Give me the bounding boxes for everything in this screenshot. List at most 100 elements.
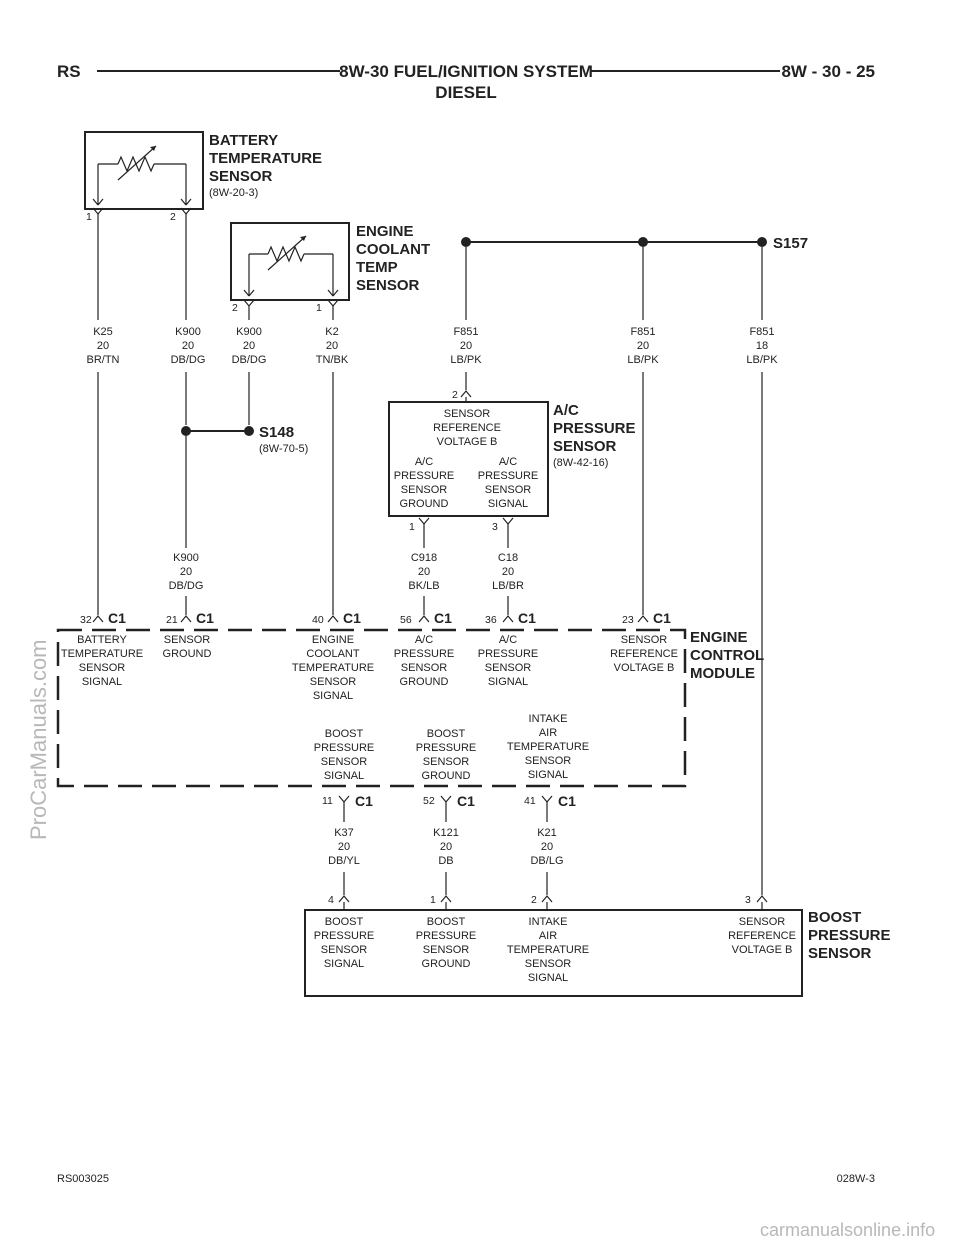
cavity-36-label-2: PRESSURE [478, 648, 539, 660]
wire-k25-circuit: K25 [93, 326, 113, 338]
cavity-32-num: 32 [80, 614, 92, 626]
wire-f851a-circuit: F851 [453, 326, 478, 338]
wire-k900b-color: DB/DG [232, 354, 267, 366]
splice-s148: S148 (8W-70-5) K900 20 DB/DG [169, 424, 308, 615]
wire-k900a-circuit: K900 [175, 326, 201, 338]
wire-f851b-color: LB/PK [627, 354, 659, 366]
cavity-11-label-4: SIGNAL [324, 770, 364, 782]
boost-label-ground-2: PRESSURE [416, 930, 477, 942]
boost-pressure-sensor: 4 1 2 3 BOOST PRESSURE SENSOR SIGNAL BOO… [304, 894, 891, 997]
ect-sensor-name-2: COOLANT [356, 241, 430, 258]
header-right: 8W - 30 - 25 [781, 62, 875, 81]
bottom-watermark: carmanualsonline.info [760, 1220, 935, 1240]
cavity-52-conn: C1 [457, 793, 475, 809]
cavity-36-label-3: SENSOR [485, 662, 532, 674]
ect-sensor-name-3: TEMP [356, 259, 398, 276]
engine-control-module: ENGINE CONTROL MODULE [56, 628, 764, 788]
variable-resistor-arrow-icon [300, 236, 306, 241]
cavity-36-label-1: A/C [499, 634, 517, 646]
wire-k900a-gauge: 20 [182, 340, 194, 352]
battery-sensor-ref: (8W-20-3) [209, 187, 258, 199]
cavity-36-label-4: SIGNAL [488, 676, 528, 688]
ac-sensor-name-2: PRESSURE [553, 420, 636, 437]
ecm-name-3: MODULE [690, 665, 755, 682]
boost-label-ground-1: BOOST [427, 916, 466, 928]
boost-label-ground-4: GROUND [422, 958, 471, 970]
ect-sensor-pin-1: 1 [316, 302, 322, 314]
cavity-32-label-4: SIGNAL [82, 676, 122, 688]
wire-f851b-circuit: F851 [630, 326, 655, 338]
ac-ref-label-2: REFERENCE [433, 422, 501, 434]
side-watermark: ProCarManuals.com [26, 639, 51, 840]
header-left: RS [57, 62, 81, 81]
cavity-56-label-4: GROUND [400, 676, 449, 688]
wire-f851a-color: LB/PK [450, 354, 482, 366]
wire-k21-gauge: 20 [541, 841, 553, 853]
cavity-40-label-3: TEMPERATURE [292, 662, 374, 674]
cavity-32-label-1: BATTERY [77, 634, 127, 646]
ecm-name-1: ENGINE [690, 629, 748, 646]
cavity-41-label-4: SENSOR [525, 755, 572, 767]
page-header: RS 8W-30 FUEL/IGNITION SYSTEM 8W - 30 - … [57, 62, 875, 102]
cavity-23-label-2: REFERENCE [610, 648, 678, 660]
wire-c18-color: LB/BR [492, 580, 524, 592]
cavity-52-label-2: PRESSURE [416, 742, 477, 754]
header-subtitle: DIESEL [435, 83, 496, 102]
page-footer: RS003025 028W-3 [57, 1173, 875, 1185]
wire-k121-gauge: 20 [440, 841, 452, 853]
boost-label-ref-2: REFERENCE [728, 930, 796, 942]
ac-sensor-pin-3: 3 [492, 521, 498, 533]
wire-k900c-circuit: K900 [173, 552, 199, 564]
cavity-23-label-3: VOLTAGE B [614, 662, 675, 674]
wire-f851c-color: LB/PK [746, 354, 778, 366]
ac-sensor-pin-1: 1 [409, 521, 415, 533]
variable-resistor-arrow-icon [150, 146, 156, 151]
ect-sensor-name-4: SENSOR [356, 277, 420, 294]
cavity-41-label-2: AIR [539, 727, 557, 739]
battery-sensor-name-2: TEMPERATURE [209, 150, 322, 167]
ac-gnd-label-4: GROUND [400, 498, 449, 510]
wire-c18-circuit: C18 [498, 552, 518, 564]
ac-ref-label-1: SENSOR [444, 408, 491, 420]
cavity-32-label-2: TEMPERATURE [61, 648, 143, 660]
cavity-21-label-2: GROUND [163, 648, 212, 660]
wire-k25-color: BR/TN [87, 354, 120, 366]
cavity-40-label-1: ENGINE [312, 634, 354, 646]
cavity-41-label-3: TEMPERATURE [507, 741, 589, 753]
footer-left: RS003025 [57, 1173, 109, 1185]
ecm-cavities-top: 32 C1 BATTERY TEMPERATURE SENSOR SIGNAL … [61, 610, 678, 702]
ac-pressure-sensor: 2 SENSOR REFERENCE VOLTAGE B A/C PRESSUR… [388, 389, 636, 615]
cavity-36-conn: C1 [518, 610, 536, 626]
header-title: 8W-30 FUEL/IGNITION SYSTEM [339, 62, 593, 81]
wire-k21-circuit: K21 [537, 827, 557, 839]
cavity-11-label-2: PRESSURE [314, 742, 375, 754]
wire-c18-gauge: 20 [502, 566, 514, 578]
boost-sensor-name-1: BOOST [808, 909, 861, 926]
splice-dot-icon [181, 426, 191, 436]
boost-sensor-name-2: PRESSURE [808, 927, 891, 944]
boost-pin-1: 1 [430, 894, 436, 906]
cavity-11-conn: C1 [355, 793, 373, 809]
cavity-23-label-1: SENSOR [621, 634, 668, 646]
cavity-52-label-1: BOOST [427, 728, 466, 740]
ac-gnd-label-2: PRESSURE [394, 470, 455, 482]
cavity-56-num: 56 [400, 614, 412, 626]
ac-ref-label-3: VOLTAGE B [437, 436, 498, 448]
cavity-52-label-3: SENSOR [423, 756, 470, 768]
wire-c918-circuit: C918 [411, 552, 437, 564]
ac-sig-label-3: SENSOR [485, 484, 532, 496]
ac-sig-label-1: A/C [499, 456, 517, 468]
cavity-21-conn: C1 [196, 610, 214, 626]
wire-f851c-circuit: F851 [749, 326, 774, 338]
cavity-41-conn: C1 [558, 793, 576, 809]
splice-dot-icon [638, 237, 648, 247]
cavity-11-num: 11 [322, 795, 333, 807]
wire-f851b-gauge: 20 [637, 340, 649, 352]
cavity-23-conn: C1 [653, 610, 671, 626]
boost-label-iat-3: TEMPERATURE [507, 944, 589, 956]
ecm-cavities-bottom: BOOST PRESSURE SENSOR SIGNAL BOOST PRESS… [314, 713, 589, 895]
battery-sensor-pin-2: 2 [170, 211, 176, 223]
boost-label-signal-3: SENSOR [321, 944, 368, 956]
cavity-36-num: 36 [485, 614, 497, 626]
